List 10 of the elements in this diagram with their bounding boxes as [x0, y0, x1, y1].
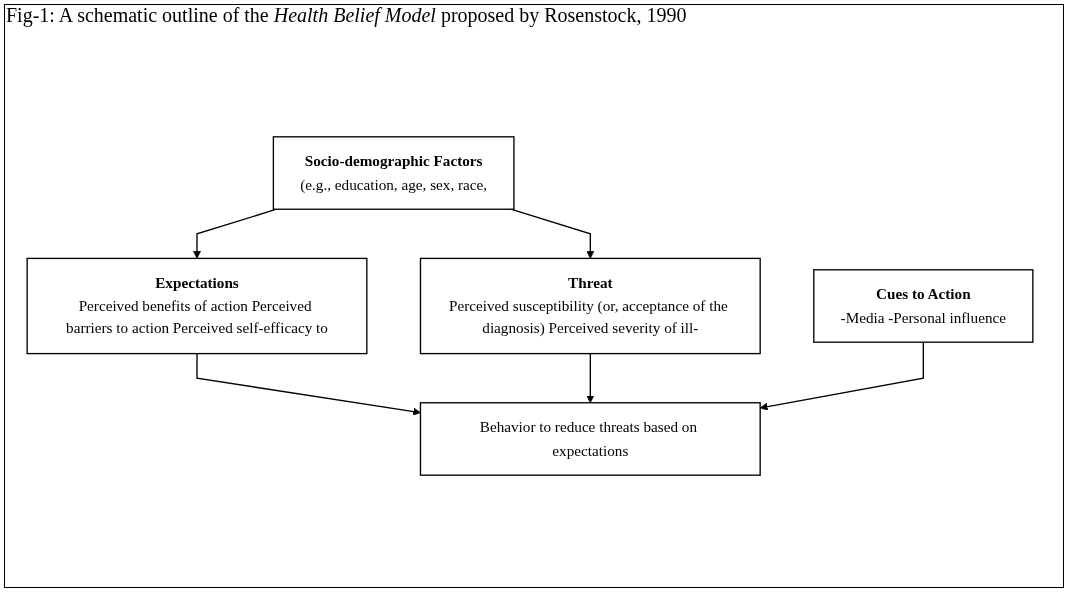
node-box: Expectations Perceived benefits of action Perceived barriers to action Perceived self-efficacy to — [26, 257, 368, 355]
arrow — [759, 341, 924, 411]
arrow — [196, 352, 421, 416]
node-box: Threat Perceived susceptibility (or, acceptance of the diagnosis) Perceived severity of ill- — [419, 257, 761, 355]
figure-title: Fig-1: A schematic outline of the Health Belief Model proposed by Rosenstock, 1990 — [6, 4, 687, 27]
node-box: Cues to Action -Media -Personal influence — [813, 269, 1034, 343]
node-box: Socio-demographic Factors (e.g., education, age, sex, race, — [272, 136, 515, 210]
arrow — [586, 352, 595, 404]
arrow — [510, 208, 595, 259]
node-box: Behavior to reduce threats based on expectations — [419, 402, 761, 476]
